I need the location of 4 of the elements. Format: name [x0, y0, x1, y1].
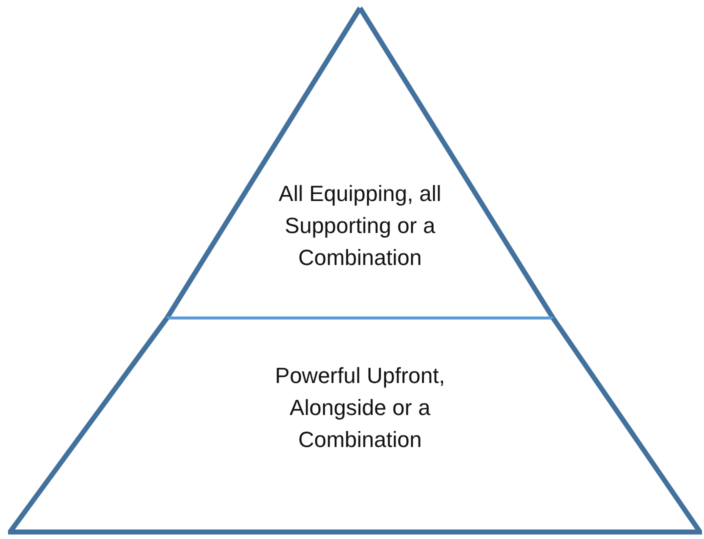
bottom-band: [8, 316, 702, 536]
band-text: All Equipping, all Supporting or a Combination: [278, 180, 442, 272]
top-band: [164, 6, 556, 320]
band-text: Powerful Upfront, Alongside or a Combination: [274, 362, 446, 454]
